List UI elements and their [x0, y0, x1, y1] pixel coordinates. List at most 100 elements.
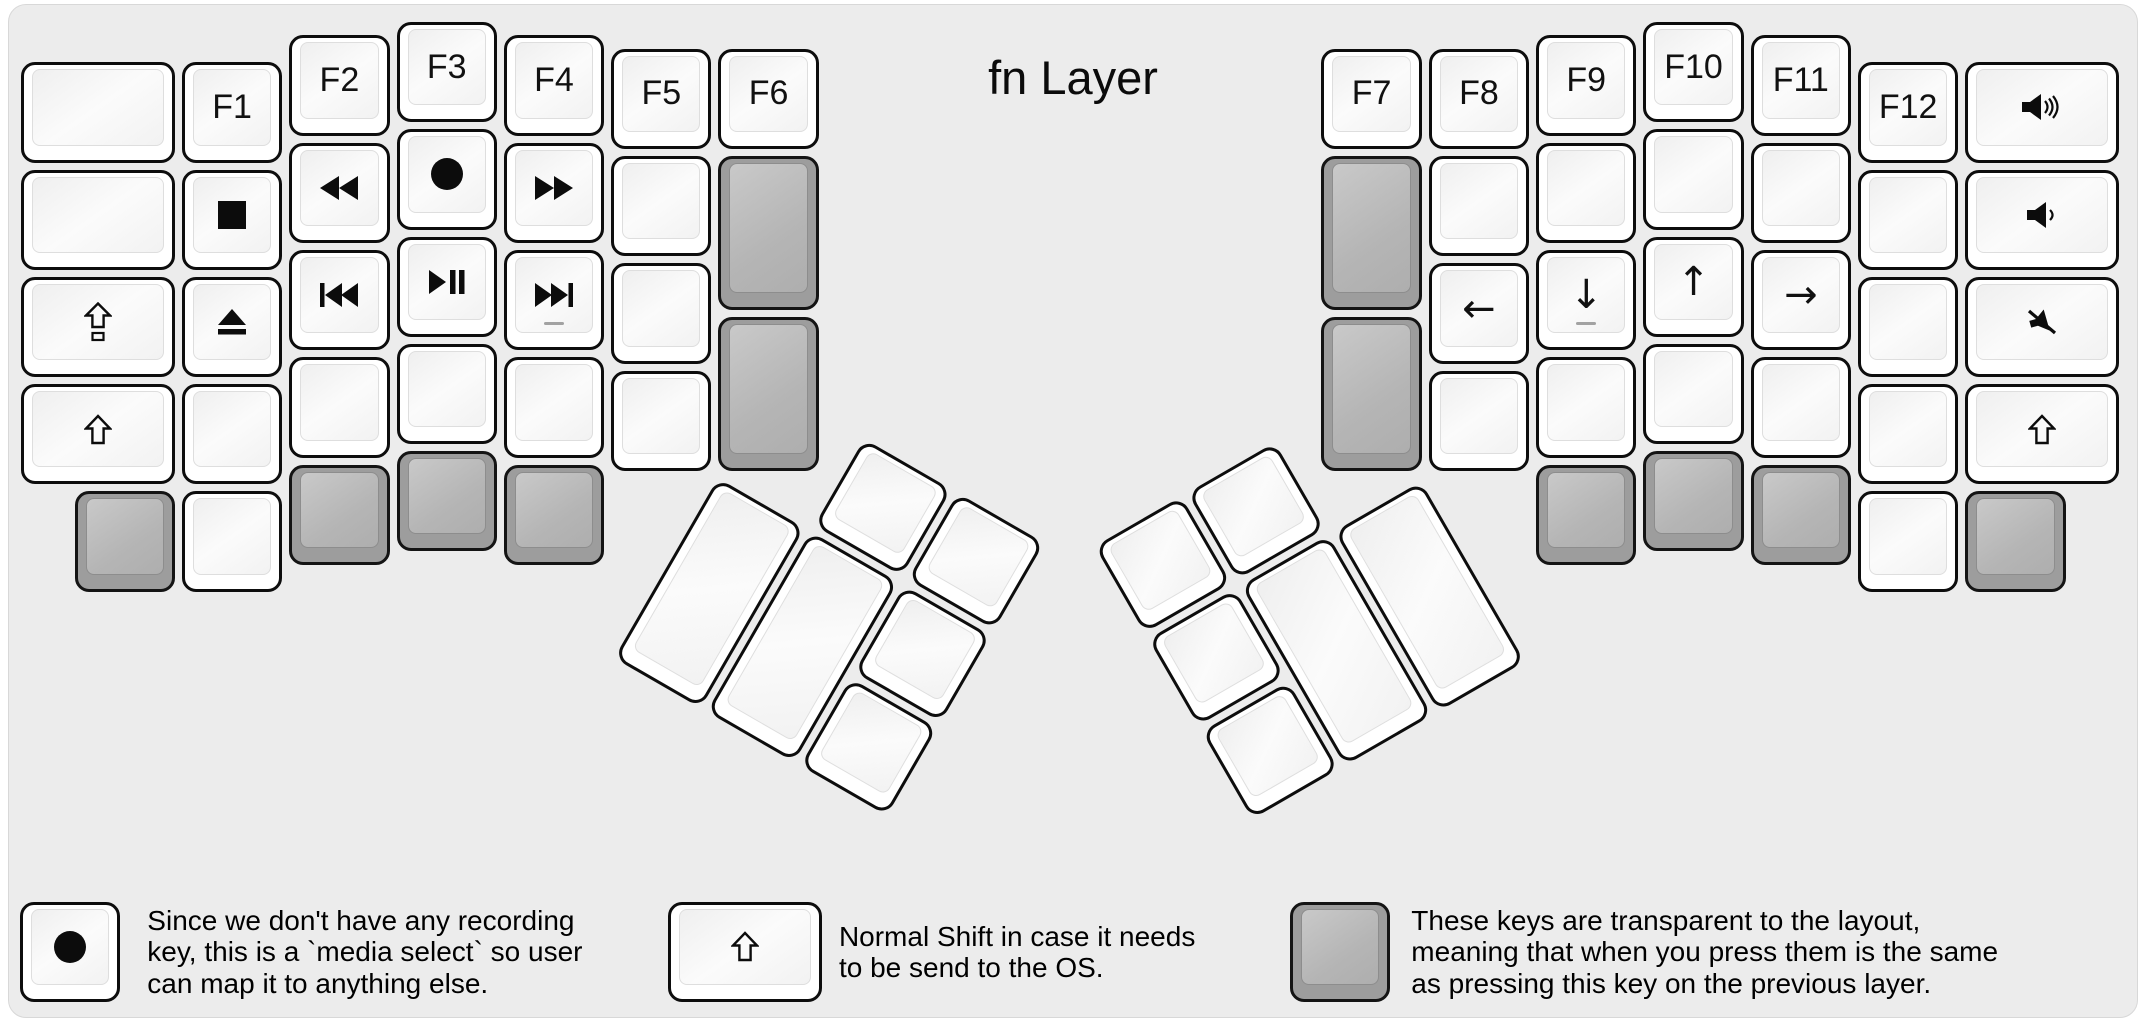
key-transparent[interactable]: [503, 464, 605, 565]
legend-line: to be send to the OS.: [838, 952, 1104, 983]
key-blank[interactable]: [1428, 370, 1530, 472]
keycap-surface: [1761, 149, 1840, 226]
key-f2[interactable]: F2: [289, 35, 390, 136]
key-f6[interactable]: F6: [718, 48, 819, 150]
key-f7[interactable]: F7: [1321, 48, 1422, 150]
key-blank[interactable]: [611, 156, 712, 257]
key-stop[interactable]: [181, 169, 283, 270]
key-f10[interactable]: F10: [1643, 22, 1744, 123]
key-f4[interactable]: F4: [503, 35, 605, 136]
key-transparent[interactable]: [1321, 156, 1422, 311]
key-prev-track[interactable]: [289, 250, 390, 351]
key-f12[interactable]: F12: [1857, 62, 1959, 163]
key-blank[interactable]: [1857, 169, 1959, 270]
key-blank[interactable]: [1857, 276, 1959, 378]
key-blank[interactable]: [1750, 357, 1851, 458]
keycap-surface: [622, 163, 701, 240]
keycap-surface: [300, 471, 379, 548]
legend-key: [1290, 901, 1391, 1003]
key-f11[interactable]: F11: [1750, 35, 1851, 136]
key-next-track[interactable]: [503, 250, 605, 351]
keycap-surface: [1654, 136, 1733, 213]
key-blank[interactable]: [1857, 491, 1959, 592]
key-mute[interactable]: [1965, 276, 2120, 378]
key-shift[interactable]: [21, 384, 175, 485]
key-blank[interactable]: [396, 343, 497, 445]
key-rewind[interactable]: [289, 142, 390, 243]
legend-line: meaning that when you press them is the …: [1411, 936, 1999, 968]
key-blank[interactable]: [1643, 129, 1744, 230]
keycap-surface: [32, 176, 164, 253]
keycap-surface: [1868, 498, 1948, 575]
key-transparent[interactable]: [1321, 317, 1422, 471]
key-fast-forward[interactable]: [503, 142, 605, 243]
keycap-surface: [407, 458, 486, 535]
keycap-surface: [622, 270, 701, 347]
key-blank[interactable]: [611, 370, 712, 472]
key-transparent[interactable]: [1750, 464, 1851, 565]
keycap-surface: [729, 163, 808, 294]
key-transparent[interactable]: [718, 317, 819, 471]
key-blank[interactable]: [289, 357, 390, 458]
key-blank[interactable]: [1750, 142, 1851, 243]
keycap-surface: [32, 283, 164, 361]
keycap-surface: F10: [1654, 29, 1733, 106]
keycap-surface: ←: [1439, 270, 1519, 347]
keycap-surface: [1868, 283, 1948, 361]
key-f1[interactable]: F1: [181, 62, 283, 163]
keycap-surface: [1654, 350, 1733, 428]
key-transparent[interactable]: [1965, 491, 2066, 592]
homing-dash: [543, 322, 564, 326]
key-label: F8: [1459, 74, 1499, 113]
key-volume-down[interactable]: [1965, 169, 2120, 270]
keycap-surface: F3: [407, 29, 486, 106]
key-transparent[interactable]: [718, 156, 819, 311]
key-blank[interactable]: [1536, 357, 1637, 458]
key-transparent[interactable]: [396, 451, 497, 552]
key-blank[interactable]: [181, 384, 283, 485]
key-f8[interactable]: F8: [1428, 48, 1530, 150]
legend-normal-shift-text: Normal Shift in case it needs to be send…: [839, 921, 1195, 984]
keycap-surface: F2: [300, 42, 379, 119]
key-blank[interactable]: [611, 263, 712, 364]
key-volume-up[interactable]: [1965, 62, 2120, 163]
keycap-surface: [300, 257, 379, 334]
key-blank[interactable]: [21, 169, 175, 270]
keycap-surface: F7: [1332, 55, 1411, 133]
keycap-surface: [1868, 391, 1948, 468]
key-eject[interactable]: [181, 276, 283, 378]
key-blank[interactable]: [1857, 384, 1959, 485]
key-transparent[interactable]: [1643, 451, 1744, 552]
key-blank[interactable]: [503, 357, 605, 458]
key-arrow-right[interactable]: →: [1750, 250, 1851, 351]
volume-up-icon: [2022, 94, 2059, 121]
keycap-surface: F4: [514, 42, 594, 119]
key-blank[interactable]: [181, 491, 283, 592]
keycap-surface: [1868, 176, 1948, 253]
key-f3[interactable]: F3: [396, 22, 497, 123]
key-play-pause[interactable]: [396, 236, 497, 337]
keycap-surface: [407, 243, 486, 320]
key-shift[interactable]: [1965, 384, 2120, 485]
key-record[interactable]: [396, 129, 497, 230]
key-label: ↑: [1676, 258, 1711, 305]
key-transparent[interactable]: [1536, 464, 1637, 565]
key-transparent[interactable]: [289, 464, 390, 565]
key-arrow-up[interactable]: ↑: [1643, 236, 1744, 337]
legend-line: key, this is a `media select` so user: [147, 936, 583, 968]
key-f9[interactable]: F9: [1536, 35, 1637, 136]
keycap-surface: F8: [1439, 55, 1519, 133]
key-arrow-left[interactable]: ←: [1428, 263, 1530, 364]
legend-line: Since we don't have any recording: [147, 904, 575, 936]
key-blank[interactable]: [21, 62, 175, 163]
key-arrow-down[interactable]: ↓: [1536, 250, 1637, 351]
key-blank[interactable]: [1536, 142, 1637, 243]
key-transparent[interactable]: [74, 491, 175, 592]
key-blank[interactable]: [1428, 156, 1530, 257]
key-f5[interactable]: F5: [611, 48, 712, 150]
key-shift-lock[interactable]: [21, 276, 175, 378]
keycap-surface: [622, 377, 701, 455]
keycap-surface: F11: [1761, 42, 1840, 119]
key-blank[interactable]: [1643, 343, 1744, 445]
